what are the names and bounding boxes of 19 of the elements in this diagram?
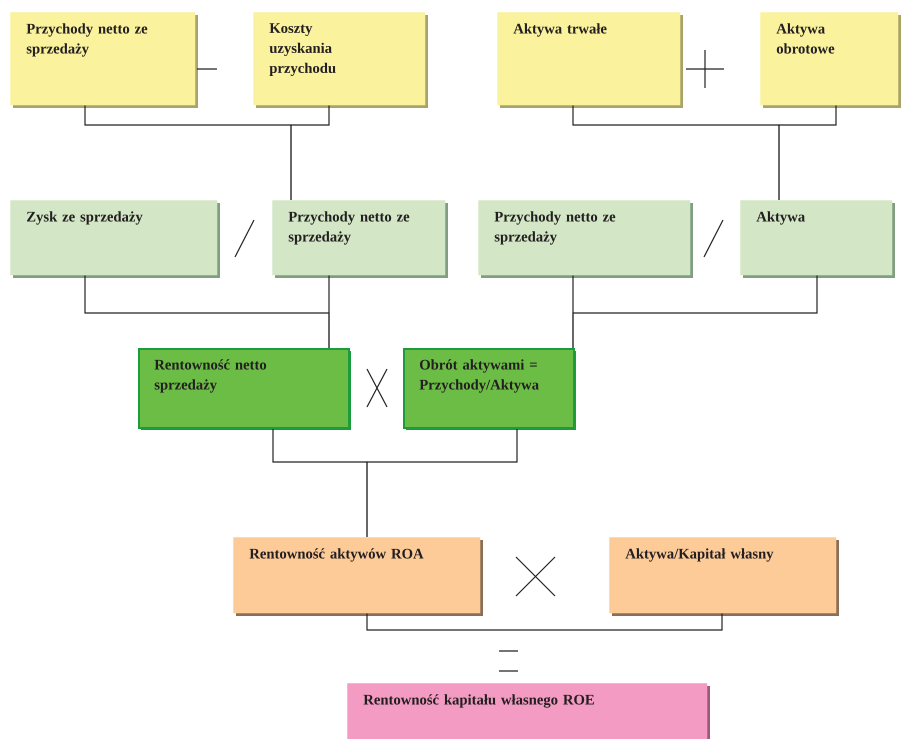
connector-line	[366, 614, 723, 631]
factor-box: Obrót aktywami = Przychody/Aktywa	[403, 348, 576, 430]
factor-box: Koszty uzyskania przychodu	[253, 12, 428, 108]
factor-box: Przychody netto ze sprzedaży	[478, 200, 693, 278]
connector-line	[778, 106, 837, 200]
factor-box: Aktywa obrotowe	[760, 12, 901, 108]
factor-box: Zysk ze sprzedaży	[10, 200, 220, 278]
connector-line	[366, 429, 518, 537]
connector-line	[290, 106, 330, 200]
connector-line	[328, 276, 330, 348]
result-box: Rentowność kapitału własnego ROE	[347, 683, 710, 739]
factor-box: Rentowność aktywów ROA	[233, 537, 483, 616]
factor-box: Aktywa trwałe	[497, 12, 683, 108]
factor-box: Przychody netto ze sprzedaży	[10, 12, 198, 108]
factor-box: Rentowność netto sprzedaży	[138, 348, 351, 430]
factor-box: Aktywa	[740, 200, 895, 278]
factor-box: Aktywa/Kapitał własny	[609, 537, 839, 616]
connector-line	[572, 276, 818, 348]
factor-box: Przychody netto ze sprzedaży	[272, 200, 448, 278]
